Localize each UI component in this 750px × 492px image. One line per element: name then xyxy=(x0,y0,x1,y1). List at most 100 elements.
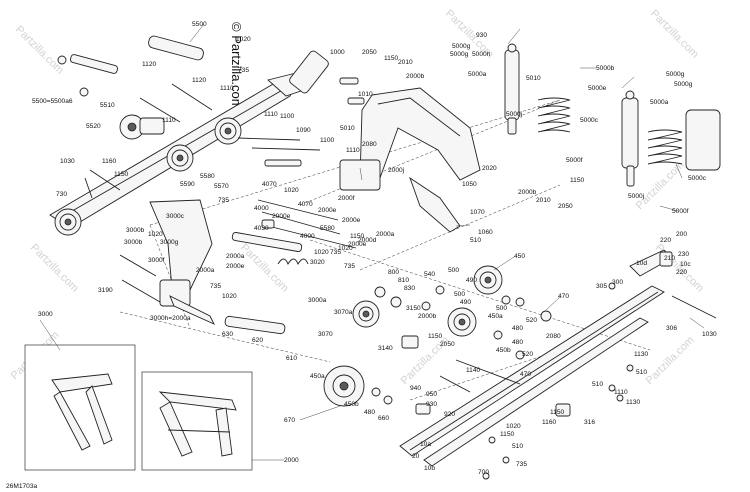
part-label: 220 xyxy=(660,237,671,244)
repeat-watermark: Partzilla.com xyxy=(634,159,687,212)
part-label: 4070 xyxy=(262,181,277,188)
part-label: 4000 xyxy=(254,205,269,212)
part-label: 3000f xyxy=(148,257,165,264)
part-label: 2000e xyxy=(226,263,245,270)
part-label: 1010 xyxy=(358,91,373,98)
part-label: 830 xyxy=(404,285,415,292)
part-label: 730 xyxy=(56,191,67,198)
part-label: 1150 xyxy=(350,233,365,240)
part-label: 1020 xyxy=(506,423,521,430)
idler-wheel xyxy=(166,144,194,172)
part-label: 670 xyxy=(284,417,295,424)
part-label: 1120 xyxy=(142,61,157,68)
part-label: 3070a xyxy=(334,309,353,316)
part-label: 10b xyxy=(424,465,435,472)
part-label: 2000j xyxy=(388,167,405,174)
part-label: 1030 xyxy=(60,158,75,165)
leader-lines xyxy=(189,23,705,461)
inset-box-2000 xyxy=(141,371,253,471)
part-label: 2020 xyxy=(482,165,497,172)
part-label: 930 xyxy=(476,32,487,39)
part-label: 480 xyxy=(512,325,523,332)
part-label: 5000j xyxy=(628,193,645,200)
part-label: 20 xyxy=(412,453,420,460)
part-label: 5500 xyxy=(192,21,207,28)
part-label: 920 xyxy=(444,411,455,418)
part-label: 5520 xyxy=(86,123,101,130)
part-label: 490 xyxy=(460,299,471,306)
part-label: 2000a xyxy=(376,231,395,238)
torsion-spring xyxy=(277,258,309,266)
part-label: 450a xyxy=(488,313,503,320)
part-label: 2000d xyxy=(358,237,377,244)
part-label: 2010 xyxy=(536,197,551,204)
part-label: 300 xyxy=(612,279,623,286)
part-label: 5000c xyxy=(688,175,707,182)
middle-wheel-upper xyxy=(473,265,503,295)
part-label: 3000h=2000a xyxy=(150,315,191,322)
brand-watermark: © Partzilla.com xyxy=(229,22,244,110)
repeat-watermark: Partzilla.com xyxy=(238,242,291,295)
part-label: 810 xyxy=(398,277,409,284)
part-label: 735 xyxy=(330,249,341,256)
part-label: 1110 xyxy=(264,111,278,118)
part-label: 2000f xyxy=(338,195,355,202)
part-label: 1120 xyxy=(192,77,207,84)
idler-wheel xyxy=(214,117,242,145)
part-label: 1150 xyxy=(428,333,443,340)
part-label: 450a xyxy=(310,373,325,380)
limiter-strap-spool xyxy=(119,114,165,140)
part-label: 5570 xyxy=(214,183,229,190)
part-label: 510 xyxy=(470,237,481,244)
part-label: 500 xyxy=(454,291,465,298)
part-label: 1060 xyxy=(478,229,493,236)
part-label: 450b xyxy=(344,401,359,408)
part-label: 5000a xyxy=(468,71,487,78)
part-label: 1150 xyxy=(570,177,585,184)
repeat-watermark: Partzilla.com xyxy=(28,242,81,295)
part-label: 5000c xyxy=(580,117,599,124)
rear-spring-5000c xyxy=(537,97,571,133)
part-label: 1070 xyxy=(470,209,485,216)
part-label: 735 xyxy=(238,67,249,74)
part-label: 5590 xyxy=(180,181,195,188)
part-label: 1150 xyxy=(384,55,399,62)
part-label: 2050 xyxy=(362,49,377,56)
part-label: 220 xyxy=(676,269,687,276)
rear-wheel-large xyxy=(323,365,365,407)
part-label: 950 xyxy=(426,391,437,398)
rear-suspension-arm xyxy=(339,87,481,233)
shock-cover-sleeve xyxy=(685,109,721,171)
part-label: 5580 xyxy=(320,225,335,232)
part-label: 2080 xyxy=(362,141,377,148)
part-label: 5000f xyxy=(672,208,689,215)
part-label: 2050 xyxy=(440,341,455,348)
part-label: 1150 xyxy=(500,431,515,438)
part-label: 4000 xyxy=(300,233,315,240)
part-label: 5000g xyxy=(452,43,471,50)
repeat-watermark: Partzilla.com xyxy=(13,24,66,77)
part-label: 735 xyxy=(210,283,221,290)
part-label: 5010 xyxy=(526,75,541,82)
part-label: 500 xyxy=(448,267,459,274)
center-linkage xyxy=(119,199,357,335)
part-label: 3000c xyxy=(166,213,185,220)
part-label: 450 xyxy=(514,253,525,260)
part-label: 2000e xyxy=(318,207,337,214)
figure-code: 26M1703a xyxy=(6,483,37,490)
bolts-top-left xyxy=(84,50,365,199)
part-label: 5000h xyxy=(472,51,491,58)
bearings-middle xyxy=(261,219,552,415)
part-label: 5000e xyxy=(588,85,607,92)
part-label: 520 xyxy=(526,317,537,324)
part-label: 5500=5500a6 xyxy=(32,98,73,105)
part-label: 5510 xyxy=(100,102,115,109)
part-label: 2000a xyxy=(226,253,245,260)
part-label: 735 xyxy=(516,461,527,468)
part-label: 1050 xyxy=(462,181,477,188)
part-label: 1110 xyxy=(346,147,360,154)
part-label: 510 xyxy=(512,443,523,450)
part-label: 305 xyxy=(596,283,607,290)
part-label: 2050 xyxy=(558,203,573,210)
